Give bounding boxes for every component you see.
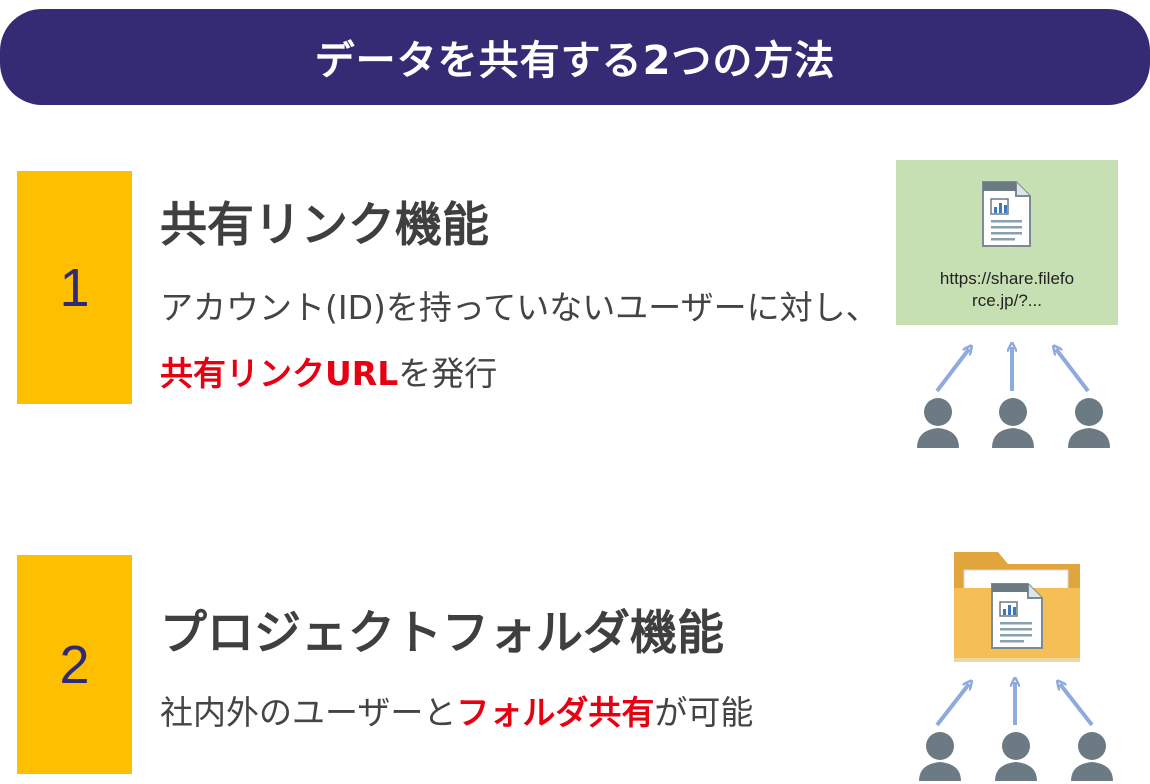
- method-2-description-post: が可能: [654, 693, 754, 732]
- share-link-card: https://share.filefo rce.jp/?...: [896, 160, 1118, 325]
- arrow-up-icon: [935, 684, 969, 727]
- user-icon: [995, 732, 1037, 781]
- method-1-description-rest: を発行: [398, 354, 498, 393]
- users-group-1: [917, 338, 1110, 448]
- method-1-highlight: 共有リンクURL: [160, 354, 399, 393]
- method-2-highlight: フォルダ共有: [456, 693, 655, 732]
- method-2-number: 2: [59, 634, 90, 695]
- user-icon: [919, 732, 961, 781]
- arrow-up-icon: [935, 349, 969, 393]
- folder-icon: [954, 552, 1080, 662]
- document-icon: [991, 583, 1043, 649]
- method-2-title: プロジェクトフォルダ機能: [160, 606, 724, 661]
- arrow-up-icon: [1056, 349, 1090, 393]
- share-link-url-line-2: rce.jp/?...: [972, 291, 1042, 310]
- method-1-description-line-2: 共有リンクURLを発行: [160, 347, 497, 395]
- user-icon: [1068, 398, 1110, 448]
- method-2-number-box: 2: [17, 555, 132, 774]
- header-banner: データを共有する2つの方法: [0, 9, 1150, 105]
- document-icon: [982, 181, 1031, 247]
- users-group-2: [919, 673, 1113, 781]
- user-icon: [917, 398, 959, 448]
- method-1-number: 1: [59, 257, 90, 318]
- method-2-description-pre: 社内外のユーザーと: [160, 693, 457, 732]
- user-icon: [992, 398, 1034, 448]
- page-title: データを共有する2つの方法: [314, 38, 836, 84]
- user-icon: [1071, 732, 1113, 781]
- share-link-url-line-1: https://share.filefo: [939, 269, 1075, 288]
- method-1-number-box: 1: [17, 171, 132, 404]
- method-2-description: 社内外のユーザーとフォルダ共有が可能: [160, 686, 753, 734]
- share-link-url: https://share.filefo rce.jp/?...: [896, 268, 1118, 312]
- arrow-up-icon: [1060, 684, 1094, 727]
- method-1-description-line-1: アカウント(ID)を持っていないユーザーに対し、: [160, 288, 879, 327]
- method-1-title: 共有リンク機能: [160, 198, 489, 253]
